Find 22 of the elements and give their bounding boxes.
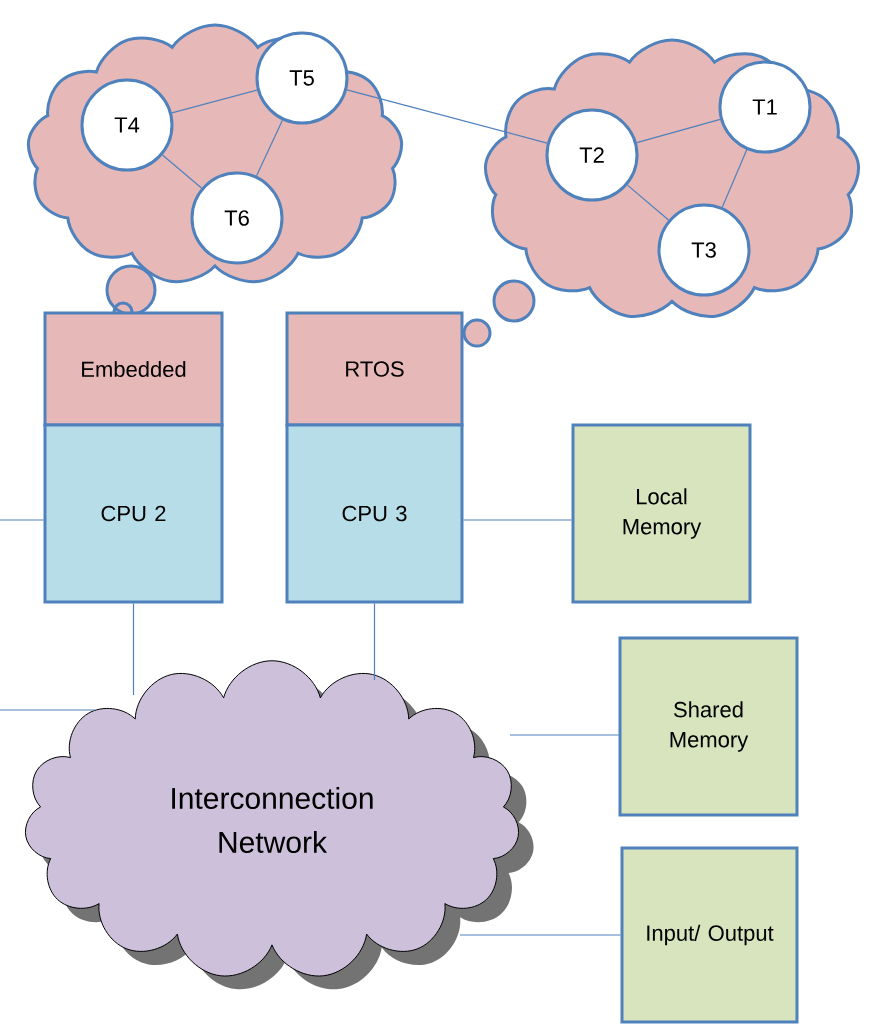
component-box: Local Memory (571, 423, 752, 604)
connector-line (0, 519, 45, 521)
connector-line (636, 118, 721, 144)
connector-line (256, 119, 284, 177)
component-box: CPU 2 (43, 423, 224, 604)
component-box: Input/ Output (620, 846, 799, 1024)
connector-line (373, 602, 376, 681)
component-box: Embedded (43, 311, 224, 427)
connector-line (721, 149, 748, 208)
connector-line (626, 184, 670, 221)
connector-line (459, 934, 622, 936)
connector-line (171, 89, 258, 114)
connector-line (132, 602, 135, 696)
component-box: RTOS (285, 311, 464, 427)
connector-line (462, 519, 573, 521)
connector-line (161, 154, 203, 189)
component-box: Shared Memory (618, 636, 799, 817)
component-box: CPU 3 (285, 423, 464, 604)
network-cloud: Interconnection Network (24, 660, 520, 977)
connector-line (346, 89, 548, 144)
connector-line (509, 734, 620, 736)
connector-line (0, 709, 96, 711)
